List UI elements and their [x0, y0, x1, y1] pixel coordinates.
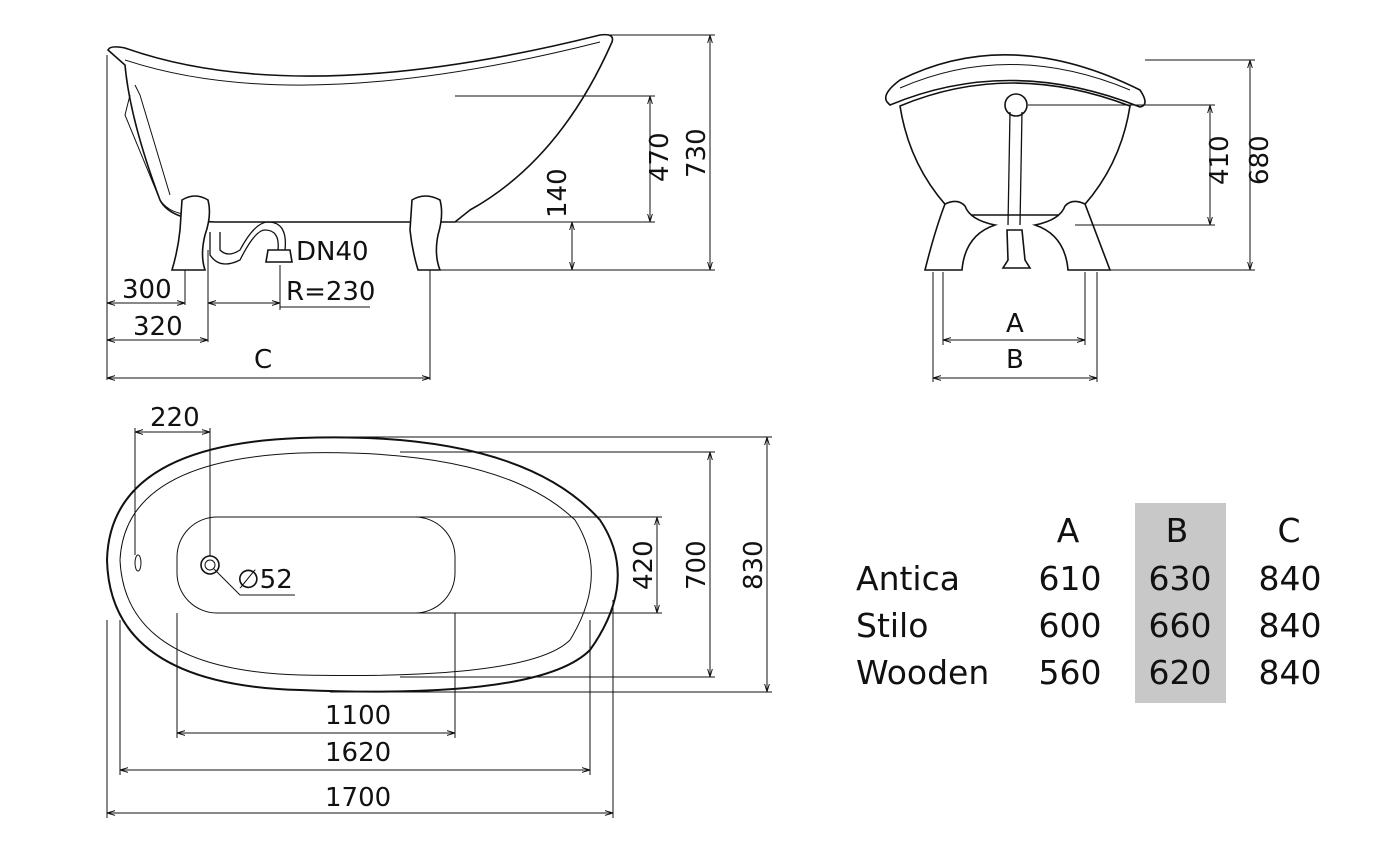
- table-row: Antica 610 630 840: [856, 559, 1322, 598]
- leg-left: [923, 200, 999, 271]
- overflow: [134, 554, 142, 572]
- table-cell: 840: [1259, 606, 1322, 645]
- model-dimension-table: A B C Antica 610 630 840 Stilo 600 660 8…: [856, 503, 1322, 703]
- column-b-highlight: [1135, 503, 1226, 703]
- r230-label: R=230: [286, 277, 375, 307]
- table-cell: 610: [1039, 559, 1102, 598]
- dim-730: 730: [682, 128, 712, 178]
- dim-1100: 1100: [325, 701, 391, 731]
- dim-410: 410: [1205, 135, 1235, 185]
- header-b: B: [1166, 511, 1189, 550]
- table-cell: Antica: [856, 559, 960, 598]
- dim-1700: 1700: [325, 783, 391, 813]
- waste-trap: [209, 221, 287, 265]
- table-cell: 560: [1039, 653, 1102, 692]
- header-c: C: [1277, 511, 1300, 550]
- top-view: ∅52 220 420 700 830 1100 1620 1700: [105, 403, 772, 818]
- table-cell: 620: [1149, 653, 1212, 692]
- dim-320: 320: [133, 312, 183, 342]
- table-cell: Stilo: [856, 606, 928, 645]
- side-view: DN40 R=230 300 320 C 140 470 730: [106, 33, 715, 380]
- dim-a: A: [1006, 309, 1024, 339]
- leg-left: [170, 195, 211, 271]
- dim-1620: 1620: [325, 738, 391, 768]
- table-cell: 660: [1149, 606, 1212, 645]
- dim-470: 470: [645, 132, 675, 182]
- dim-830: 830: [739, 540, 769, 590]
- table-cell: 840: [1259, 559, 1322, 598]
- dim-diameter-52: ∅52: [237, 565, 293, 595]
- dim-680: 680: [1245, 135, 1275, 185]
- table-row: Wooden 560 620 840: [856, 653, 1322, 692]
- table-cell: 840: [1259, 653, 1322, 692]
- dim-300: 300: [122, 275, 172, 305]
- leg-right: [409, 195, 443, 271]
- end-view: 410 680 A B: [884, 54, 1275, 382]
- dim-140: 140: [543, 168, 573, 218]
- dim-700: 700: [682, 540, 712, 590]
- dim-b: B: [1006, 345, 1024, 375]
- dim-420: 420: [629, 540, 659, 590]
- dn40-label: DN40: [296, 237, 369, 267]
- leg-right: [1031, 200, 1112, 271]
- table-cell: 600: [1039, 606, 1102, 645]
- dim-c: C: [254, 345, 272, 375]
- table-row: Stilo 600 660 840: [856, 606, 1322, 645]
- dim-220: 220: [150, 403, 200, 433]
- table-cell: Wooden: [856, 653, 989, 692]
- table-cell: 630: [1149, 559, 1212, 598]
- header-a: A: [1057, 511, 1080, 550]
